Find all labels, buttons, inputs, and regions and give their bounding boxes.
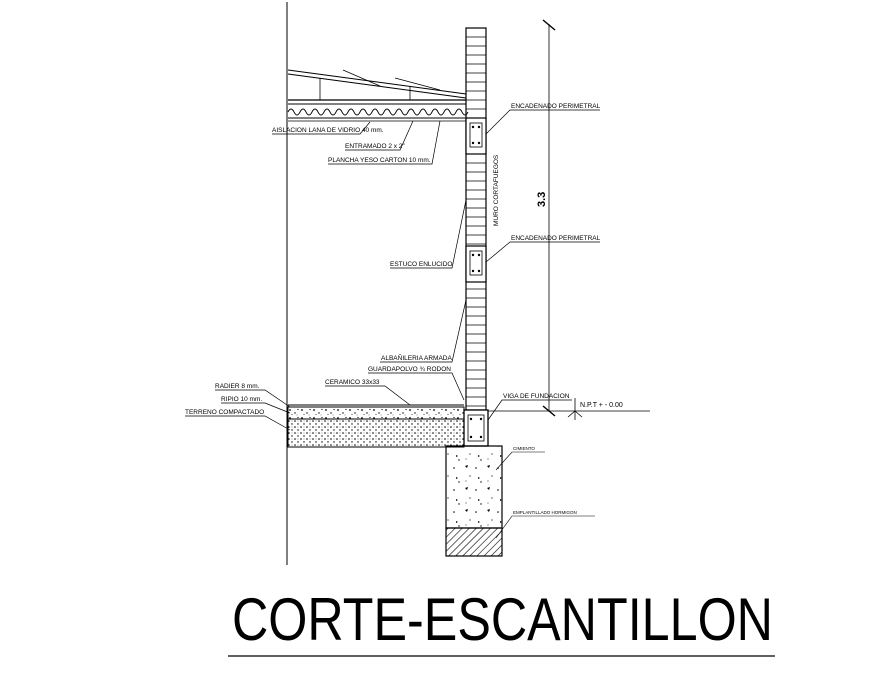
label-viga: VIGA DE FUNDACION [503,393,570,400]
level-marker: N.P.T + - 0.00 [488,398,650,420]
footing [445,445,503,557]
label-emplantillado: EMPLANTILLADO HORMIGON [513,510,577,515]
bond-beam-lower [465,245,487,283]
label-plancha: PLANCHA YESO CARTON 10 mm. [328,157,431,164]
level-text: N.P.T + - 0.00 [580,402,623,409]
leaders-left: AISLACION LANA DE VIDRIO 40 mm. ENTRAMAD… [185,120,467,431]
label-ceramico: CERAMICO 33x33 [325,379,380,386]
label-cimiento: CIMIENTO [513,446,535,451]
floor-slab [287,404,465,448]
label-ripio: RIPIO 10 mm. [221,396,262,403]
height-dimension: 3.3 [536,19,556,417]
label-radier: RADIER 8 mm. [215,383,260,390]
label-guardapolvo: GUARDAPOLVO ¾ RODON [368,366,451,373]
masonry-wall [465,27,487,411]
label-estuco: ESTUCO ENLUCIDO [390,261,452,268]
label-encadenado-2: ENCADENADO PERIMETRAL [511,235,601,242]
foundation-beam [463,409,489,447]
label-albanileria: ALBAÑILERIA ARMADA [381,353,452,362]
drawing-title: CORTE-ESCANTILLON [232,586,773,653]
bond-beam-upper [465,117,487,155]
label-encadenado-1: ENCADENADO PERIMETRAL [511,103,601,110]
label-muro: MURO CORTAFUEGOS [493,154,500,226]
roof-structure [287,69,469,122]
height-dimension-text: 3.3 [536,192,548,207]
label-terreno: TERRENO COMPACTADO [185,409,264,416]
label-entramado: ENTRAMADO 2 x 2" [345,143,405,150]
leaders-right: ENCADENADO PERIMETRAL ENCADENADO PERIMET… [485,103,601,539]
label-aislacion: AISLACION LANA DE VIDRIO 40 mm. [272,127,384,134]
